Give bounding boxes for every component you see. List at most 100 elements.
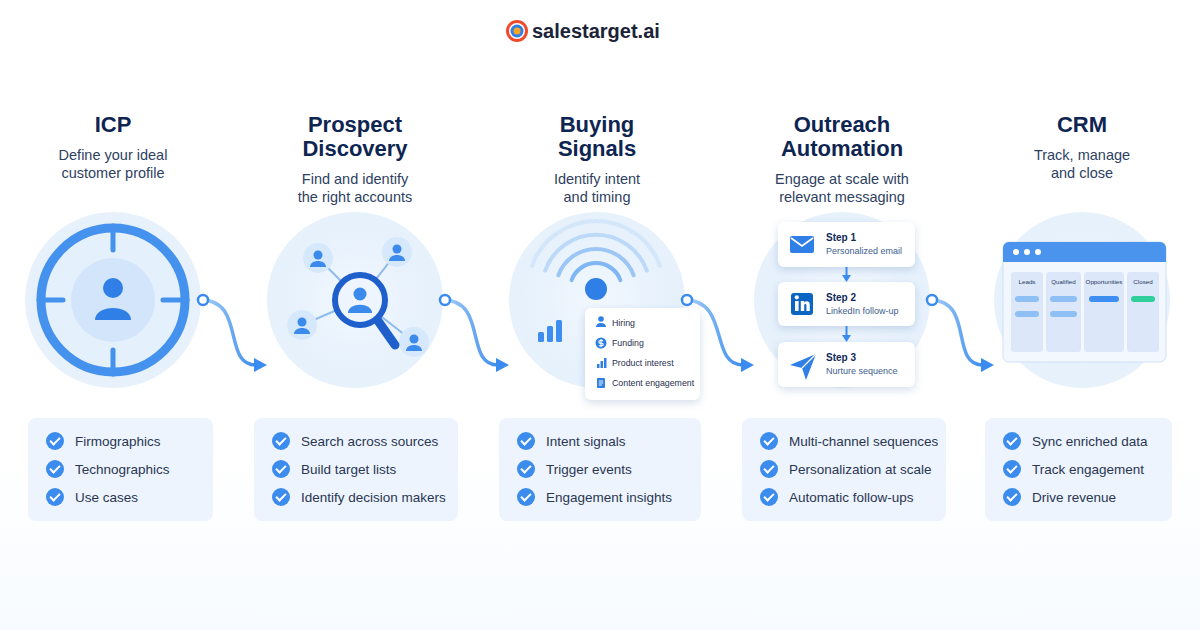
stage-circle: Buying SignalsIdentify intent and timing… (509, 212, 685, 388)
logo-ring (511, 25, 524, 38)
checklist-item: Build target lists (301, 462, 396, 477)
checklist-row: Multi-channel sequences (760, 427, 946, 455)
check-icon (46, 488, 64, 506)
check-icon (517, 488, 535, 506)
stage-heading-group: Prospect DiscoveryFind and identify the … (225, 113, 485, 206)
checklist-row: Engagement insights (517, 483, 701, 511)
stage-heading-group: Outreach AutomationEngage at scale with … (712, 113, 972, 206)
checklist-row: Sync enriched data (1003, 427, 1172, 455)
stage-title: Outreach Automation (767, 113, 917, 161)
checklist-item: Intent signals (546, 434, 626, 449)
arrow-head (981, 358, 994, 372)
checklist-item: Firmographics (75, 434, 161, 449)
signal-item: Funding (612, 333, 700, 353)
checklist-row: Trigger events (517, 455, 701, 483)
connector-curve (930, 300, 983, 365)
step-title: Step 3 (826, 351, 915, 364)
signal-card: HiringFundingProduct interestContent eng… (585, 308, 700, 400)
stage-title: ICP (38, 113, 188, 137)
pipeline-column: Leads (1011, 272, 1043, 352)
checklist-item: Automatic follow-ups (789, 490, 914, 505)
checklist-item: Track engagement (1032, 462, 1144, 477)
connector-curve (443, 300, 498, 365)
step-title: Step 2 (826, 291, 915, 304)
check-icon (272, 488, 290, 506)
check-icon (1003, 432, 1021, 450)
arrow-head (496, 358, 509, 372)
check-icon (272, 460, 290, 478)
logo-core (514, 28, 521, 35)
connector (927, 295, 994, 372)
checklist-row: Identify decision makers (272, 483, 458, 511)
brand-logo-mark (506, 20, 528, 42)
arrow-head (741, 358, 754, 372)
check-icon (46, 460, 64, 478)
logo-ring (509, 23, 525, 39)
checklist-row: Track engagement (1003, 455, 1172, 483)
signal-item: Content engagement (612, 373, 700, 393)
checklist-row: Automatic follow-ups (760, 483, 946, 511)
step-box: Step 2LinkedIn follow-up (778, 282, 915, 326)
checklist-row: Firmographics (46, 427, 213, 455)
checklist-item: Technographics (75, 462, 170, 477)
stage-title: Buying Signals (537, 113, 657, 161)
pipeline-column: Opportunities (1084, 272, 1124, 352)
checklist-box: Multi-channel sequencesPersonalization a… (742, 418, 946, 521)
pipeline-column: Closed (1127, 272, 1159, 352)
check-icon (272, 432, 290, 450)
checklist-item: Multi-channel sequences (789, 434, 938, 449)
stage-heading-group: Buying SignalsIdentify intent and timing (467, 113, 727, 206)
stage-subtitle: Track, manage and close (1027, 146, 1137, 182)
checklist-item: Drive revenue (1032, 490, 1116, 505)
stage-heading-group: ICP Define your ideal customer profile (0, 113, 243, 182)
check-icon (517, 460, 535, 478)
stage-circle: ICPDefine your ideal customer profile (25, 212, 201, 388)
stage-circle: CRMTrack, manage and closeLeadsQualified… (994, 212, 1170, 388)
checklist-item: Engagement insights (546, 490, 672, 505)
checklist-item: Sync enriched data (1032, 434, 1148, 449)
column-header: Opportunities (1084, 278, 1124, 286)
checklist-row: Intent signals (517, 427, 701, 455)
stage-circle: Prospect DiscoveryFind and identify the … (267, 212, 443, 388)
checklist-row: Search across sources (272, 427, 458, 455)
step-subtitle: Personalized email (826, 245, 915, 258)
checklist-item: Personalization at scale (789, 462, 932, 477)
checklist-box: FirmographicsTechnographicsUse cases (28, 418, 213, 521)
checklist-item: Search across sources (301, 434, 438, 449)
check-icon (760, 460, 778, 478)
check-icon (517, 432, 535, 450)
connector-curve (201, 300, 256, 365)
checklist-row: Drive revenue (1003, 483, 1172, 511)
step-subtitle: LinkedIn follow-up (826, 305, 915, 318)
check-icon (46, 432, 64, 450)
pipeline-column: Qualified (1046, 272, 1081, 352)
checklist-item: Use cases (75, 490, 138, 505)
column-header: Leads (1011, 278, 1043, 286)
checklist-row: Build target lists (272, 455, 458, 483)
signal-item: Hiring (612, 313, 700, 333)
stage-circle: Outreach AutomationEngage at scale with … (754, 212, 930, 388)
checklist-box: Intent signalsTrigger eventsEngagement i… (499, 418, 701, 521)
connector (198, 295, 267, 372)
stage-title: Prospect Discovery (280, 113, 430, 161)
stage-title: CRM (1007, 113, 1157, 137)
column-header: Qualified (1046, 278, 1081, 286)
step-box: Step 3Nurture sequence (778, 342, 915, 387)
check-icon (1003, 460, 1021, 478)
checklist-item: Trigger events (546, 462, 632, 477)
checklist-row: Technographics (46, 455, 213, 483)
checklist-item: Identify decision makers (301, 490, 446, 505)
check-icon (1003, 488, 1021, 506)
arrow-head (254, 358, 267, 372)
signal-item: Product interest (612, 353, 700, 373)
checklist-row: Use cases (46, 483, 213, 511)
stage-subtitle: Define your ideal customer profile (33, 146, 193, 182)
brand-name: salestarget.ai (532, 19, 660, 43)
checklist-row: Personalization at scale (760, 455, 946, 483)
connector (440, 295, 509, 372)
step-title: Step 1 (826, 231, 915, 244)
check-icon (760, 432, 778, 450)
stage-subtitle: Identify intent and timing (547, 170, 647, 206)
check-icon (760, 488, 778, 506)
